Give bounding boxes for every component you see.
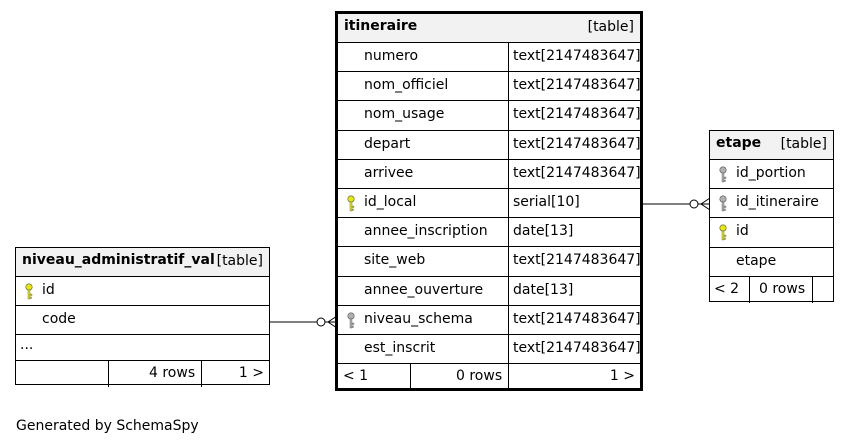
column-name: est_inscrit bbox=[364, 339, 436, 356]
foreign-key-icon bbox=[719, 195, 727, 212]
column-type: text[2147483647] bbox=[508, 334, 641, 364]
more-columns: ... bbox=[16, 335, 269, 362]
column-type: text[2147483647] bbox=[508, 101, 641, 130]
column-row[interactable]: est_inscrit text[2147483647] bbox=[338, 334, 641, 365]
row-count: 0 rows bbox=[759, 280, 806, 297]
column-row[interactable]: nom_usage text[2147483647] bbox=[338, 101, 641, 131]
column-row[interactable]: id_itineraire bbox=[710, 189, 833, 219]
row-count: 4 rows bbox=[149, 365, 196, 382]
column-name: annee_ouverture bbox=[364, 281, 484, 298]
column-name: id_itineraire bbox=[736, 194, 819, 211]
table-name: etape bbox=[716, 135, 762, 151]
column-name: nom_officiel bbox=[364, 77, 449, 94]
table-footer: < 2 0 rows bbox=[710, 276, 833, 303]
column-name: site_web bbox=[364, 252, 426, 269]
column-name: id_portion bbox=[736, 165, 806, 181]
column-type: text[2147483647] bbox=[508, 305, 641, 334]
column-name: etape bbox=[736, 252, 777, 269]
foreign-key-icon bbox=[719, 166, 727, 183]
column-name: id_local bbox=[364, 193, 417, 210]
column-name: arrivee bbox=[364, 164, 414, 181]
parents-count[interactable]: < 1 bbox=[343, 368, 369, 385]
children-count[interactable]: 1 > bbox=[238, 365, 264, 382]
column-name: code bbox=[42, 311, 76, 328]
column-row[interactable]: annee_inscription date[13] bbox=[338, 218, 640, 248]
primary-key-icon bbox=[25, 283, 33, 300]
column-type: text[2147483647] bbox=[508, 72, 641, 101]
generated-by-label: Generated by SchemaSpy bbox=[16, 418, 199, 434]
column-row[interactable]: nom_officiel text[2147483647] bbox=[338, 72, 641, 102]
column-row[interactable]: code bbox=[16, 306, 269, 336]
table-kind: [table] bbox=[587, 19, 634, 35]
foreign-key-icon bbox=[347, 312, 355, 328]
table-header: itineraire [table] bbox=[338, 14, 640, 43]
row-count: 0 rows bbox=[456, 368, 503, 385]
column-row[interactable]: etape bbox=[710, 248, 833, 277]
table-header: niveau_administratif_val [table] bbox=[16, 248, 269, 277]
table-kind: [table] bbox=[216, 253, 263, 269]
column-row[interactable]: site_web text[2147483647] bbox=[338, 247, 641, 277]
primary-key-icon bbox=[719, 224, 727, 241]
column-type: date[13] bbox=[508, 218, 640, 247]
table-name: itineraire bbox=[344, 18, 418, 34]
table-name: niveau_administratif_val bbox=[22, 252, 215, 268]
column-row[interactable]: id bbox=[710, 218, 833, 248]
link-niveau-itineraire bbox=[269, 315, 338, 329]
primary-key-icon bbox=[347, 195, 355, 212]
column-type: text[2147483647] bbox=[508, 130, 641, 159]
column-row[interactable]: id bbox=[16, 277, 269, 307]
column-name: depart bbox=[364, 135, 411, 152]
column-type: text[2147483647] bbox=[508, 247, 641, 276]
column-row[interactable]: depart text[2147483647] bbox=[338, 130, 641, 160]
link-itineraire-etape bbox=[642, 197, 711, 211]
column-type: text[2147483647] bbox=[508, 43, 641, 72]
parents-count[interactable]: < 2 bbox=[714, 280, 740, 297]
column-type: date[13] bbox=[508, 276, 640, 305]
column-name: nom_usage bbox=[364, 106, 445, 123]
table-kind: [table] bbox=[780, 136, 827, 152]
column-row[interactable]: arrivee text[2147483647] bbox=[338, 159, 641, 189]
children-count[interactable]: 1 > bbox=[609, 368, 635, 385]
column-row[interactable]: id_portion bbox=[710, 160, 833, 190]
column-row[interactable]: numero text[2147483647] bbox=[338, 43, 641, 73]
column-name: niveau_schema bbox=[364, 310, 473, 327]
column-row[interactable]: id_local serial[10] bbox=[338, 188, 640, 219]
table-itineraire[interactable]: itineraire [table] numero text[2147483647… bbox=[335, 11, 643, 391]
column-type: text[2147483647] bbox=[508, 159, 641, 188]
column-name: id bbox=[42, 282, 55, 298]
ellipsis: ... bbox=[20, 337, 34, 354]
column-name: annee_inscription bbox=[364, 223, 488, 240]
column-type: serial[10] bbox=[508, 188, 640, 218]
column-row[interactable]: annee_ouverture date[13] bbox=[338, 276, 640, 306]
column-name: id bbox=[736, 223, 749, 240]
table-footer: 4 rows 1 > bbox=[16, 361, 269, 388]
table-footer: < 1 0 rows 1 > bbox=[338, 364, 640, 391]
column-name: numero bbox=[364, 48, 419, 64]
table-header: etape [table] bbox=[710, 131, 833, 160]
column-row[interactable]: niveau_schema text[2147483647] bbox=[338, 305, 641, 335]
